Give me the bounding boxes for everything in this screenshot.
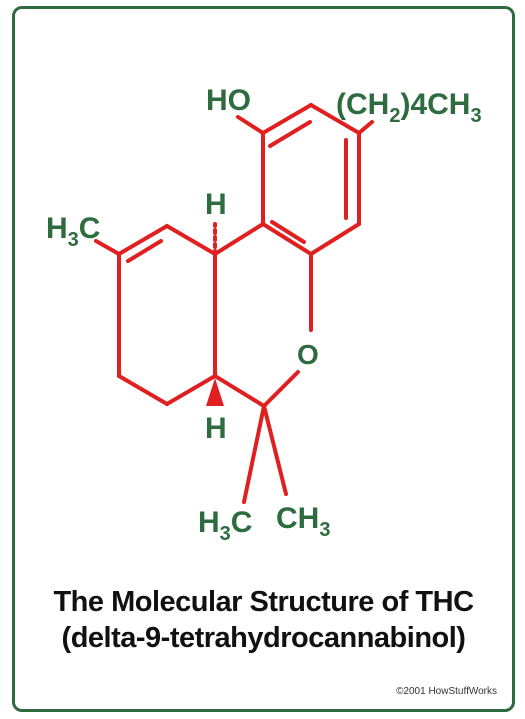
methyl-bottom-left-label: H3C <box>198 506 252 545</box>
hydroxyl-label: HO <box>206 84 251 117</box>
bond-o <box>262 370 300 408</box>
bond <box>213 222 265 256</box>
bond-methyl <box>262 404 288 496</box>
caption-title: The Molecular Structure of THC <box>53 586 474 618</box>
double-bond-inner <box>126 239 163 263</box>
double-bond-inner <box>270 220 306 244</box>
bond <box>213 374 266 408</box>
bond <box>261 222 313 256</box>
methyl-bottom-right-label: CH3 <box>276 502 330 541</box>
h-bottom-label: H <box>205 412 227 445</box>
bond <box>309 222 361 256</box>
bond <box>165 224 217 256</box>
bond <box>165 374 217 406</box>
bond-methyl <box>242 404 266 504</box>
copyright-notice: ©2001 HowStuffWorks <box>396 686 497 697</box>
wedge-bond-h <box>206 378 224 406</box>
diagram-frame <box>12 6 515 712</box>
bond <box>117 374 169 406</box>
pentyl-label: (CH2)4CH3 <box>336 88 482 127</box>
bond <box>309 103 361 135</box>
bond-oh <box>236 115 265 135</box>
bond-pentyl <box>357 120 374 135</box>
caption-subtitle: (delta-9-tetrahydrocannabinol) <box>61 622 466 654</box>
h-top-label: H <box>205 188 227 221</box>
bond <box>117 224 169 256</box>
double-bond-inner <box>268 120 312 148</box>
bond-methyl <box>94 239 121 256</box>
bond <box>261 103 313 135</box>
methyl-left-label: H3C <box>46 212 100 251</box>
oxygen-label: O <box>297 339 319 370</box>
bonds <box>94 103 374 504</box>
